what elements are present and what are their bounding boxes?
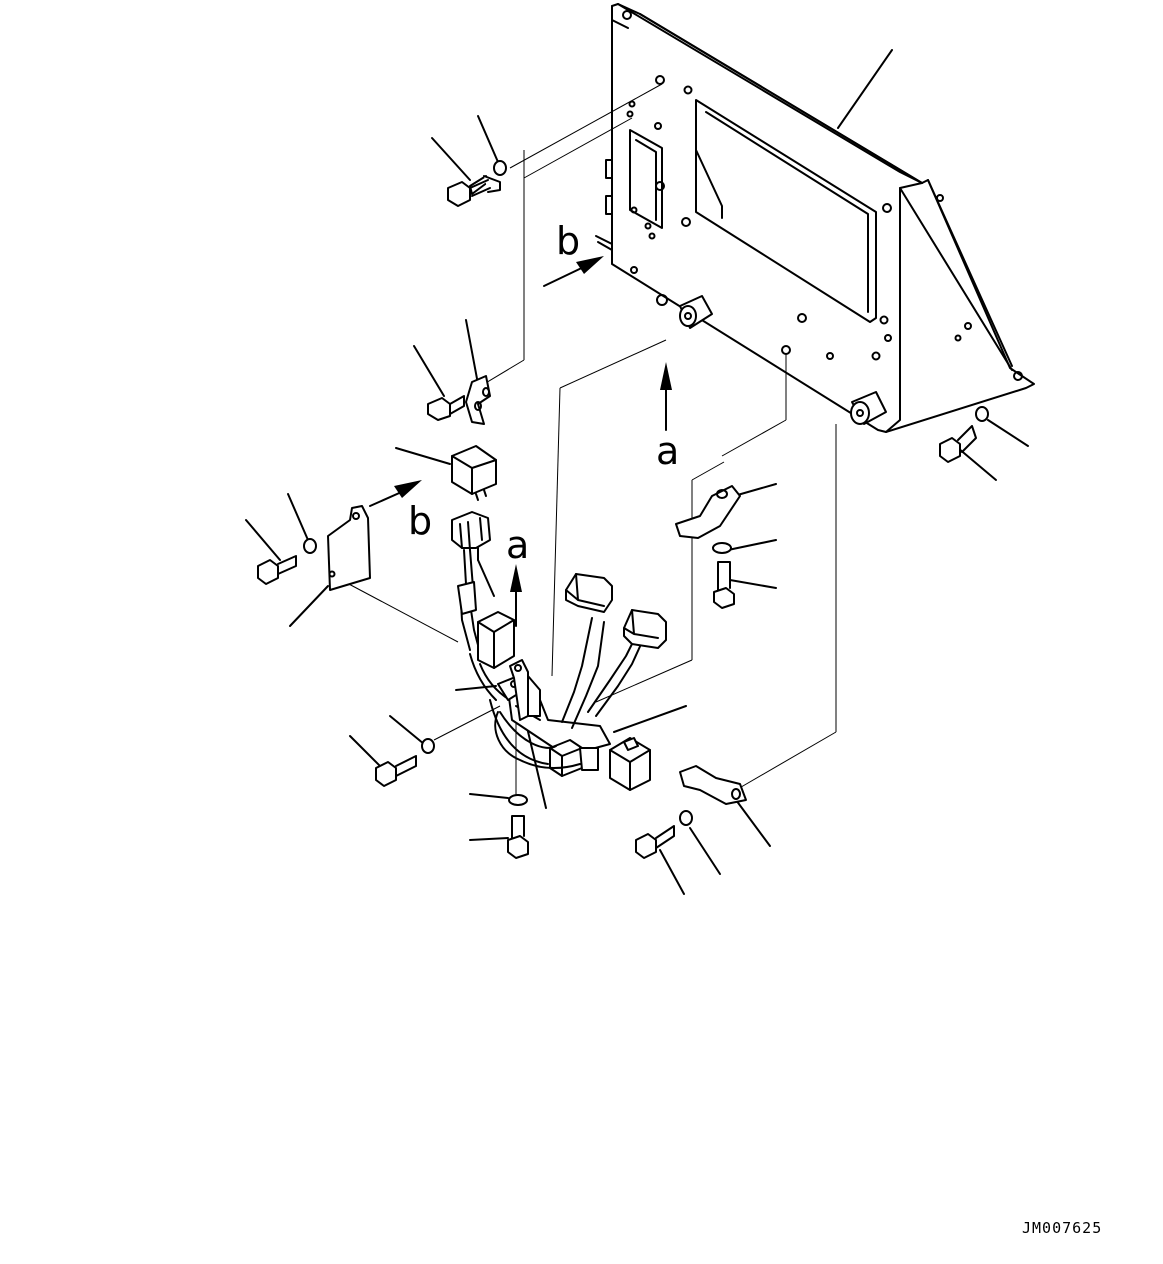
view-label-a-upper: a — [656, 429, 679, 473]
view-label-a-lower: a — [506, 523, 529, 567]
view-arrow-a-upper — [660, 362, 672, 431]
bolt-harness-vertical — [507, 815, 529, 859]
clamp-lower-right — [679, 765, 747, 805]
spacer-boss-right — [850, 391, 887, 425]
relay-component — [451, 445, 497, 501]
view-arrow-a-lower — [510, 564, 522, 627]
leader-lines — [245, 49, 1029, 895]
bolt-harness-left — [375, 755, 417, 787]
view-arrow-b-lower — [369, 480, 422, 507]
bolt-right — [939, 425, 977, 463]
washer-top-left — [493, 160, 507, 176]
drawing-code: JM007625 — [1022, 1219, 1102, 1237]
bolt-top-left — [447, 175, 501, 207]
clamp-upper-right — [675, 485, 741, 539]
bolt-bottom — [635, 825, 675, 859]
spacer-boss-left — [679, 295, 713, 329]
washer-bottom — [679, 810, 693, 826]
relay-mount-plate — [327, 505, 371, 591]
bolt-left-relay — [257, 555, 297, 585]
projection-lines — [329, 83, 837, 796]
bolt-clamp-vertical — [713, 561, 735, 609]
washer-harness-vertical — [508, 794, 528, 806]
view-label-b-lower: b — [408, 499, 432, 543]
mounting-bracket-panel — [595, 3, 1035, 433]
clamp-bracket-upper — [465, 375, 491, 425]
washer-clamp-vertical — [712, 542, 732, 554]
wiring-harness — [451, 511, 667, 791]
bolt-mid-left — [427, 395, 465, 421]
view-arrow-b-upper — [543, 256, 604, 287]
washer-right — [975, 406, 989, 422]
washer-left-relay — [303, 538, 317, 554]
view-label-b-upper: b — [556, 219, 580, 263]
washer-harness-left — [421, 738, 435, 754]
